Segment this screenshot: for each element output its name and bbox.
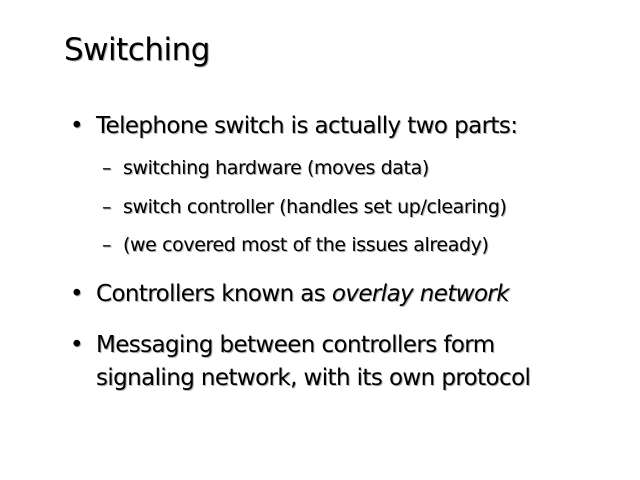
bullet-text-line2: signaling network, with its own protocol: [96, 365, 531, 391]
sub-bullet-text: switch controller (handles set up/cleari…: [123, 196, 507, 218]
bullet-icon: •: [70, 113, 84, 139]
dash-icon: –: [102, 157, 112, 179]
bullet-icon: •: [70, 332, 84, 358]
bullet-text-emphasis: overlay network: [331, 281, 510, 307]
bullet-text: Telephone switch is actually two parts:: [96, 113, 518, 139]
slide-title: Switching: [64, 32, 210, 68]
dash-icon: –: [102, 196, 112, 218]
dash-icon: –: [102, 234, 112, 256]
sub-bullet-text: (we covered most of the issues already): [123, 234, 489, 256]
bullet-text-prefix: Controllers known as: [96, 281, 332, 307]
bullet-icon: •: [70, 281, 84, 307]
sub-bullet-text: switching hardware (moves data): [123, 157, 429, 179]
bullet-text: Controllers known as overlay network: [96, 281, 510, 307]
bullet-text-line1: Messaging between controllers form: [96, 332, 495, 358]
